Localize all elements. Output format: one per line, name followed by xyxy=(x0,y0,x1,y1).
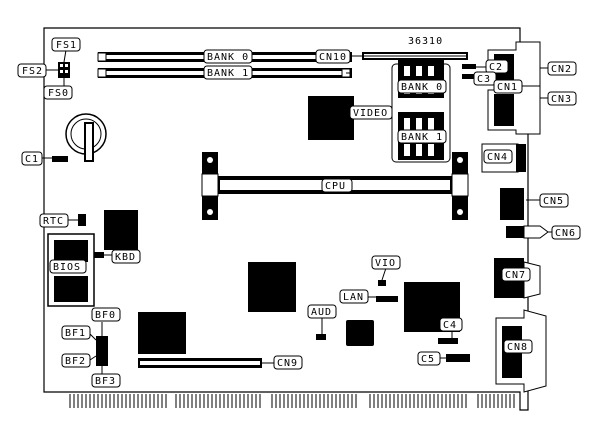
svg-text:FS1: FS1 xyxy=(56,40,77,51)
kbd-jumper xyxy=(92,252,104,258)
svg-text:VIDEO: VIDEO xyxy=(353,108,388,119)
svg-text:KBD: KBD xyxy=(115,252,136,263)
svg-text:C1: C1 xyxy=(25,154,39,165)
label-fs1: FS1 xyxy=(51,37,81,52)
label-lan: LAN xyxy=(339,289,369,304)
lan-jumper xyxy=(376,296,398,302)
label-bf2: BF2 xyxy=(61,353,91,368)
fs-jumper-block xyxy=(58,62,70,78)
board-outline xyxy=(43,27,529,411)
label-bf0: BF0 xyxy=(91,307,121,322)
chipset-2 xyxy=(138,312,186,354)
label-video: VIDEO xyxy=(349,105,393,120)
label-bf3: BF3 xyxy=(91,373,121,388)
label-cn8: CN8 xyxy=(503,339,533,354)
label-cn10: CN10 xyxy=(315,49,351,64)
label-kbd: KBD xyxy=(111,249,141,264)
label-cn1: CN1 xyxy=(493,79,523,94)
battery xyxy=(65,113,107,162)
edge-connector xyxy=(69,394,515,408)
label-bank0-dimm: BANK 0 xyxy=(203,49,253,64)
svg-text:CN10: CN10 xyxy=(319,52,347,63)
chip-small xyxy=(346,320,374,346)
cn9-header xyxy=(138,358,262,368)
svg-text:FS2: FS2 xyxy=(22,66,43,77)
label-c5: C5 xyxy=(417,351,441,366)
svg-text:CN5: CN5 xyxy=(543,196,564,207)
svg-text:LAN: LAN xyxy=(343,292,364,303)
label-cn3: CN3 xyxy=(547,91,577,106)
c4-jumper xyxy=(438,338,458,344)
svg-text:CN3: CN3 xyxy=(551,94,572,105)
label-bank0-sodimm: BANK 0 xyxy=(397,79,447,94)
label-cn9: CN9 xyxy=(273,355,303,370)
svg-text:C4: C4 xyxy=(443,320,457,331)
part-number: 36310 xyxy=(408,36,443,47)
label-fs0: FS0 xyxy=(43,85,73,100)
svg-text:BANK 1: BANK 1 xyxy=(401,132,443,143)
svg-text:CN7: CN7 xyxy=(505,270,526,281)
chipset-1 xyxy=(248,262,296,312)
c3-jumper xyxy=(462,74,476,79)
svg-text:CN6: CN6 xyxy=(555,228,576,239)
svg-text:BF1: BF1 xyxy=(65,328,86,339)
svg-text:C3: C3 xyxy=(477,74,491,85)
labels: FS1 FS2 FS0 BANK 0 BANK 1 CN10 C2 C3 CN2… xyxy=(17,37,581,388)
c2-jumper xyxy=(462,64,476,69)
label-c2: C2 xyxy=(485,59,509,74)
cn6-connector xyxy=(506,225,549,239)
svg-text:CN2: CN2 xyxy=(551,64,572,75)
label-rtc: RTC xyxy=(39,213,69,228)
svg-text:C2: C2 xyxy=(489,62,503,73)
svg-text:BF0: BF0 xyxy=(95,310,116,321)
label-bios: BIOS xyxy=(49,259,87,274)
svg-text:AUD: AUD xyxy=(311,307,332,318)
svg-text:BIOS: BIOS xyxy=(53,262,81,273)
svg-text:CN4: CN4 xyxy=(487,152,508,163)
svg-text:BANK 0: BANK 0 xyxy=(207,52,249,63)
label-fs2: FS2 xyxy=(17,63,47,78)
cn3-connector xyxy=(487,85,541,135)
label-cn7: CN7 xyxy=(501,267,531,282)
label-cn4: CN4 xyxy=(483,149,513,164)
label-c1: C1 xyxy=(21,151,43,166)
c1-jumper xyxy=(52,156,68,162)
svg-text:VIO: VIO xyxy=(375,258,396,269)
label-bank1-sodimm: BANK 1 xyxy=(397,129,447,144)
bf-jumper-block xyxy=(96,336,108,366)
label-cn2: CN2 xyxy=(547,61,577,76)
cn5-connector xyxy=(500,188,524,220)
svg-text:CN1: CN1 xyxy=(497,82,518,93)
svg-text:CN8: CN8 xyxy=(507,342,528,353)
kbd-chip xyxy=(104,210,138,250)
label-bf1: BF1 xyxy=(61,325,91,340)
video-chip xyxy=(308,96,354,140)
label-cpu: CPU xyxy=(321,178,353,193)
vio-jumper xyxy=(378,280,386,286)
svg-text:CN9: CN9 xyxy=(277,358,298,369)
label-c3: C3 xyxy=(473,71,497,86)
label-vio: VIO xyxy=(371,255,401,270)
aud-jumper xyxy=(316,334,326,340)
svg-text:BANK 1: BANK 1 xyxy=(207,68,249,79)
rtc-jumper xyxy=(78,214,86,226)
svg-text:CPU: CPU xyxy=(325,181,346,192)
svg-text:BF2: BF2 xyxy=(65,356,86,367)
label-cn6: CN6 xyxy=(551,225,581,240)
label-bank1-dimm: BANK 1 xyxy=(203,65,253,80)
svg-text:RTC: RTC xyxy=(43,216,64,227)
svg-text:BANK 0: BANK 0 xyxy=(401,82,443,93)
label-c4: C4 xyxy=(439,317,463,332)
svg-text:C5: C5 xyxy=(421,354,435,365)
c5-jumper xyxy=(446,354,470,362)
label-cn5: CN5 xyxy=(539,193,569,208)
label-aud: AUD xyxy=(307,304,337,319)
svg-text:BF3: BF3 xyxy=(95,376,116,387)
svg-text:FS0: FS0 xyxy=(48,88,69,99)
